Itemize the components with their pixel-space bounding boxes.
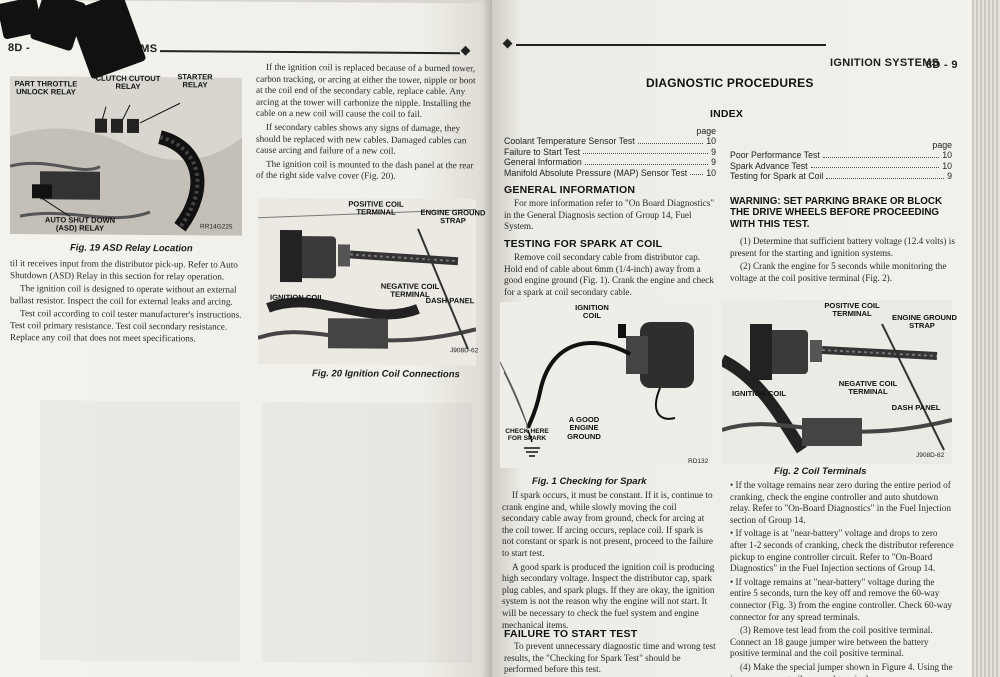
page-stack-edge [972,0,1000,677]
fig19-image [10,76,242,236]
paragraph: The ignition coil is designed to operate… [10,283,237,307]
fig2-image [722,300,952,464]
paragraph: • If voltage remains at "near-battery" v… [730,576,952,622]
fig20-image [258,197,476,366]
paragraph: til it receives input from the distribut… [10,258,238,282]
bleed-through-shadow [262,401,472,664]
fig2-label-ground: ENGINE GROUND STRAP [892,313,957,331]
paragraph: A good spark is produced the ignition co… [502,561,715,630]
index-page-heading: page [932,140,952,150]
fig1-code: RD132 [688,458,709,465]
diamond-icon [460,45,471,56]
page-main-title: DIAGNOSTIC PROCEDURES [646,76,814,90]
spark-heading: TESTING FOR SPARK AT COIL [504,238,663,250]
index-page-heading: page [696,126,716,136]
fig2-label-dash: DASH PANEL [891,403,941,412]
fig19-label-asd: AUTO SHUT DOWN (ASD) RELAY [44,215,116,234]
failure-heading: FAILURE TO START TEST [504,628,638,640]
fig19-label-starter: STARTER RELAY [177,72,213,90]
fig2-label-coil: IGNITION COIL [732,389,786,398]
paragraph: If the ignition coil is replaced because… [256,61,476,120]
fig2-label-negative: NEGATIVE COIL TERMINAL [838,379,898,397]
bleed-through-shadow [40,400,240,662]
fig2-code: J908D-62 [916,452,945,459]
fig19-code: RR14G225 [200,223,233,231]
right-page: IGNITION SYSTEMS 8D - 9 DIAGNOSTIC PROCE… [492,0,1000,677]
binder-clip [0,0,150,80]
paragraph: • If voltage is at "near-battery" voltag… [730,528,954,574]
fig2-label-positive: POSITIVE COIL TERMINAL [824,301,880,319]
fig1-label-check: CHECK HERE FOR SPARK [505,428,549,442]
paragraph: • If the voltage remains near zero durin… [730,480,951,525]
paragraph: (1) Determine that sufficient battery vo… [730,236,955,258]
diamond-icon [502,38,513,49]
left-page: 8D - STEMS PART T [0,0,492,677]
bullets-text: • If the voltage remains near zero durin… [730,480,956,677]
fig1-label-ground: A GOOD ENGINE GROUND [567,415,601,441]
fig20-label-coil: IGNITION COIL [270,292,324,303]
left-header-rule [160,50,460,54]
paragraph: If spark occurs, it must be constant. If… [502,490,713,558]
paragraph: Remove coil secondary cable from distrib… [504,252,714,297]
paragraph: For more information refer to "On Board … [504,198,715,232]
paragraph: The ignition coil is mounted to the dash… [256,158,474,182]
fig20-label-positive: POSITIVE COIL TERMINAL [348,199,404,218]
paragraph: (2) Crank the engine for 5 seconds while… [730,261,947,283]
fig20-code: J908D-62 [450,347,479,355]
fig19-label-part-throttle: PART THROTTLE UNLOCK RELAY [14,79,78,97]
fig19-caption: Fig. 19 ASD Relay Location [70,242,193,255]
warning-text: WARNING: SET PARKING BRAKE OR BLOCK THE … [730,196,943,230]
index-title: INDEX [710,108,744,120]
steps-text: (1) Determine that sufficient battery vo… [730,236,956,286]
paragraph: Test coil according to coil tester manuf… [10,308,242,343]
general-info-text: For more information refer to "On Board … [504,198,716,235]
fig1-caption: Fig. 1 Checking for Spark [532,476,647,487]
fig20-caption: Fig. 20 Ignition Coil Connections [312,368,460,381]
right-page-number: 8D - 9 [926,59,958,71]
fig20-label-ground: ENGINE GROUND STRAP [420,207,486,226]
right-running-title: IGNITION SYSTEMS [830,57,940,69]
paragraph: To prevent unnecessary diagnostic time a… [504,641,716,675]
spark-text: Remove coil secondary cable from distrib… [504,252,716,300]
paragraph: (4) Make the special jumper shown in Fig… [730,661,953,677]
fig20-label-dash: DASH PANEL [425,295,475,306]
failure-text: To prevent unnecessary diagnostic time a… [504,641,716,677]
fig2-caption: Fig. 2 Coil Terminals [774,466,867,477]
fig1-label-coil: IGNITION COIL [575,303,609,321]
fig1-image [500,302,714,468]
right-header-rule [516,44,826,46]
left-column-text: til it receives input from the distribut… [10,258,248,347]
general-info-heading: GENERAL INFORMATION [504,184,636,196]
paragraph: If secondary cables shows any signs of d… [256,121,467,156]
right-column-text: If the ignition coil is replaced because… [256,62,478,185]
paragraph: (3) Remove test lead from the coil posit… [730,625,933,659]
index-row[interactable]: Manifold Absolute Pressure (MAP) Sensor … [504,167,716,178]
spark-result-text: If spark occurs, it must be constant. If… [502,490,716,633]
